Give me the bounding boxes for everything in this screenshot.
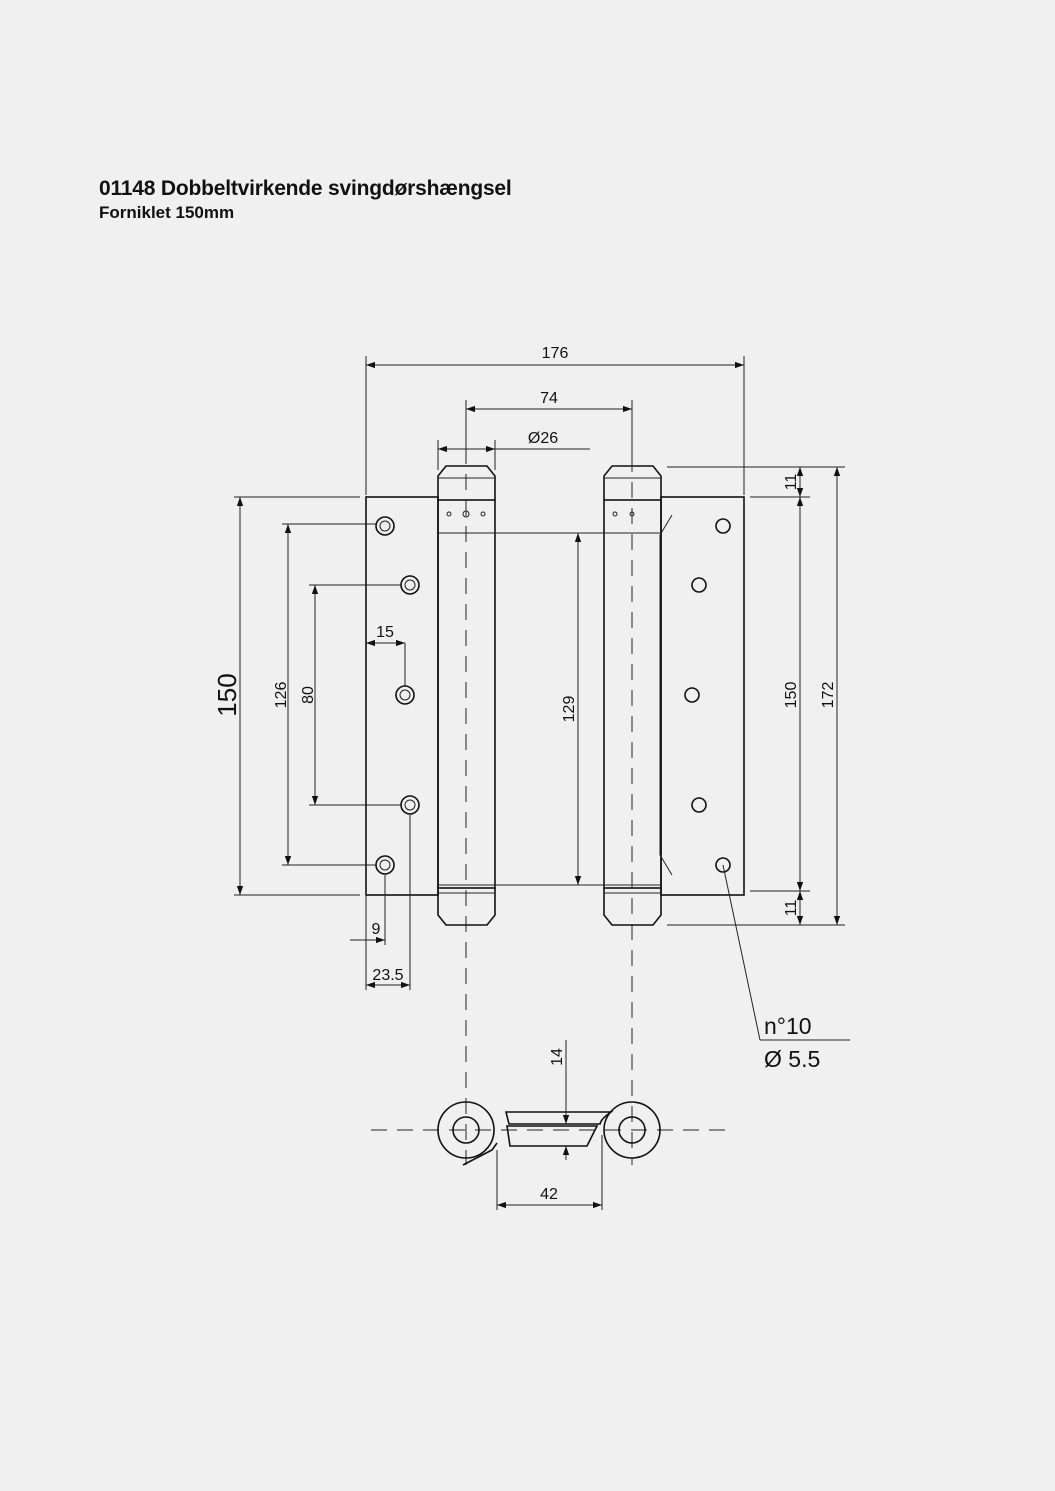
screw-hole bbox=[691, 797, 707, 813]
dim-hole-offset: 15 bbox=[376, 624, 394, 641]
screw-hole bbox=[400, 795, 420, 815]
dim-bottom-cap: 11 bbox=[783, 900, 800, 917]
dim-leaf-gap: 42 bbox=[540, 1186, 558, 1203]
dimension-lines bbox=[236, 361, 850, 1209]
dim-total-height: 172 bbox=[820, 682, 837, 709]
dim-knuckle-diameter: Ø26 bbox=[528, 430, 558, 447]
right-leaf bbox=[659, 496, 745, 896]
screw-hole bbox=[400, 575, 420, 595]
hole-diameter-label: Ø 5.5 bbox=[764, 1046, 820, 1072]
screw-hole bbox=[375, 855, 395, 875]
dim-depth: 14 bbox=[549, 1048, 566, 1066]
screw-hole bbox=[375, 516, 395, 536]
dim-left-height: 150 bbox=[212, 673, 242, 716]
dim-barrel-length: 129 bbox=[561, 696, 578, 723]
dim-edge-23-5: 23.5 bbox=[372, 967, 403, 984]
screw-hole bbox=[715, 518, 731, 534]
left-leaf bbox=[365, 496, 439, 896]
top-view bbox=[437, 1101, 661, 1166]
title-block: 01148 Dobbeltvirkende svingdørshængsel F… bbox=[99, 176, 512, 224]
extension-lines bbox=[234, 356, 845, 1210]
dim-hole-span-inner: 80 bbox=[300, 686, 317, 704]
hole-count-label: n°10 bbox=[764, 1013, 812, 1039]
dim-hole-span-outer: 126 bbox=[273, 682, 290, 709]
dim-top-cap: 11 bbox=[783, 474, 800, 491]
dimension-labels: 176 74 Ø26 150 126 80 15 9 23.5 129 11 1… bbox=[212, 345, 837, 1203]
page-subtitle: Forniklet 150mm bbox=[99, 203, 235, 222]
page-title: 01148 Dobbeltvirkende svingdørshængsel bbox=[99, 177, 512, 200]
center-lines bbox=[371, 430, 730, 1165]
screw-hole bbox=[715, 857, 731, 873]
screw-hole bbox=[691, 577, 707, 593]
dim-pivot-distance: 74 bbox=[540, 390, 558, 407]
dim-edge-9: 9 bbox=[372, 921, 381, 938]
screw-hole bbox=[395, 685, 415, 705]
screw-hole bbox=[684, 687, 700, 703]
dim-overall-width: 176 bbox=[542, 345, 569, 362]
dim-right-height: 150 bbox=[783, 682, 800, 709]
